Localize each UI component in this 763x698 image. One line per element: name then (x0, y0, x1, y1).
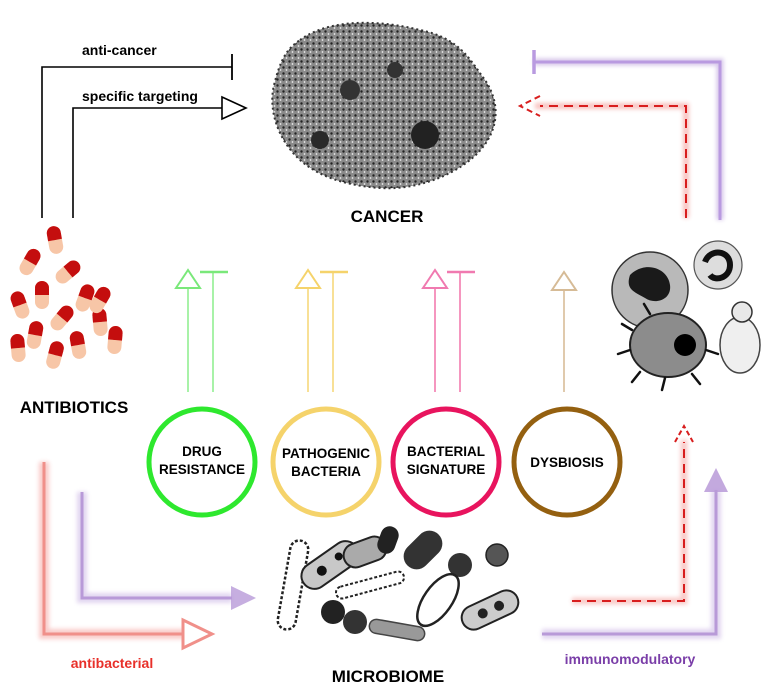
antibiotics-label: ANTIBIOTICS (20, 398, 129, 417)
drug-resistance-circle: DRUG RESISTANCE (146, 406, 258, 518)
bacteria-icon (276, 526, 520, 642)
pathogenic-bacteria-line2: BACTERIA (291, 464, 361, 479)
antibiotics-to-microbiome-purple-arrow (77, 492, 256, 610)
cancer-label: CANCER (351, 207, 424, 226)
drug-resistance-line1: DRUG (182, 444, 222, 459)
bacterial-signature-circle: BACTERIAL SIGNATURE (390, 406, 502, 518)
immunomodulatory-arrow (542, 468, 728, 639)
antibacterial-label: antibacterial (71, 655, 153, 671)
specific-targeting-arrow (72, 95, 248, 218)
microbiome-to-immune-dashed-arrow (572, 423, 694, 605)
antibiotic-capsules-icon (10, 226, 123, 369)
microbiome-label: MICROBIOME (332, 667, 444, 686)
pathogenic-bacteria-line1: PATHOGENIC (282, 446, 370, 461)
pathogenic-bacteria-arrows (294, 268, 348, 392)
bacterial-signature-line2: SIGNATURE (407, 462, 486, 477)
pathogenic-bacteria-circle: PATHOGENIC BACTERIA (270, 406, 382, 518)
immune-to-cancer-inhibit-arrow (532, 50, 724, 220)
antibacterial-arrow (39, 462, 216, 651)
immunomodulatory-label: immunomodulatory (565, 651, 696, 667)
specific-targeting-label: specific targeting (82, 88, 198, 104)
dysbiosis-line1: DYSBIOSIS (530, 455, 604, 470)
drug-resistance-line2: RESISTANCE (159, 462, 245, 477)
anti-cancer-arrow (41, 54, 233, 218)
dysbiosis-circle: DYSBIOSIS (511, 406, 623, 518)
cancer-cell-icon (271, 21, 497, 190)
bacterial-signature-line1: BACTERIAL (407, 444, 485, 459)
dysbiosis-arrow (550, 270, 578, 392)
immune-cells-icon (611, 240, 761, 392)
drug-resistance-arrows (174, 268, 228, 392)
immune-to-cancer-dashed-arrow (517, 95, 689, 218)
bacterial-signature-arrows (421, 268, 475, 392)
anti-cancer-label: anti-cancer (82, 42, 157, 58)
